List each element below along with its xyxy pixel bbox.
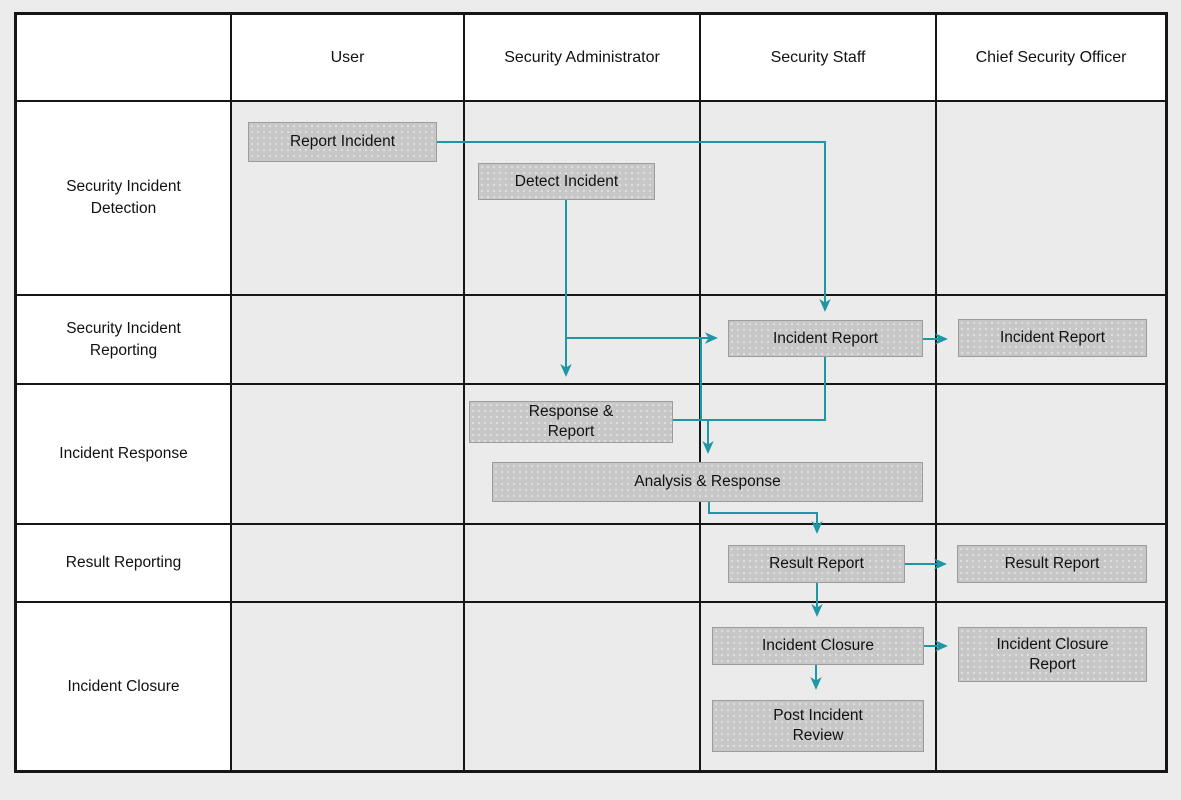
node-label-line: Result Report xyxy=(1004,555,1100,572)
node-detect-incident: Detect Incident xyxy=(478,163,655,200)
node-label-line: Incident Closure xyxy=(761,637,874,654)
node-label-line: Response & xyxy=(528,403,614,420)
node-result-report-cso: Result Report xyxy=(957,545,1147,583)
column-header-user: User xyxy=(232,15,463,100)
node-label-line: Incident Report xyxy=(999,329,1106,346)
node-label-line: Detect Incident xyxy=(514,172,619,190)
node-incident-report-staff: Incident Report xyxy=(728,320,923,357)
lane-cell xyxy=(232,525,463,601)
node-label-line: Report Incident xyxy=(289,133,396,150)
row-label-incident-closure: Incident Closure xyxy=(17,603,230,770)
node-label-line: Report xyxy=(1029,655,1076,673)
node-result-report-staff: Result Report xyxy=(728,545,905,583)
row-label-result-reporting: Result Reporting xyxy=(17,525,230,601)
node-label-line: Report xyxy=(547,423,595,440)
lane-cell xyxy=(701,385,935,523)
node-analysis-response: Analysis & Response xyxy=(492,462,923,502)
node-incident-report-cso: Incident Report xyxy=(958,319,1147,357)
column-header-chief-security-officer: Chief Security Officer xyxy=(937,15,1165,100)
node-label-line: Post Incident xyxy=(773,707,863,724)
lane-cell xyxy=(465,525,699,601)
row-label-security-incident-reporting: Security Incident Reporting xyxy=(17,296,230,383)
lane-cell xyxy=(937,102,1165,294)
corner-header-cell xyxy=(17,15,230,100)
node-incident-closure: Incident Closure xyxy=(712,627,924,665)
node-report-incident: Report Incident xyxy=(248,122,437,162)
column-header-security-staff: Security Staff xyxy=(701,15,935,100)
lane-cell xyxy=(232,385,463,523)
lane-cell xyxy=(701,102,935,294)
row-label-security-incident-detection: Security Incident Detection xyxy=(17,102,230,294)
node-label-line: Result Report xyxy=(769,555,864,572)
row-label-incident-response: Incident Response xyxy=(17,385,230,523)
lane-cell xyxy=(465,296,699,383)
node-label-line: Incident Report xyxy=(772,329,879,347)
lane-cell xyxy=(232,603,463,770)
node-label-line: Analysis & Response xyxy=(634,473,781,490)
column-header-security-administrator: Security Administrator xyxy=(465,15,699,100)
lane-cell xyxy=(937,385,1165,523)
node-response-report: Response & Report xyxy=(469,401,673,443)
lane-cell xyxy=(232,296,463,383)
node-label-line: Review xyxy=(792,727,844,744)
node-label-line: Incident Closure xyxy=(996,635,1109,653)
lane-cell xyxy=(465,603,699,770)
